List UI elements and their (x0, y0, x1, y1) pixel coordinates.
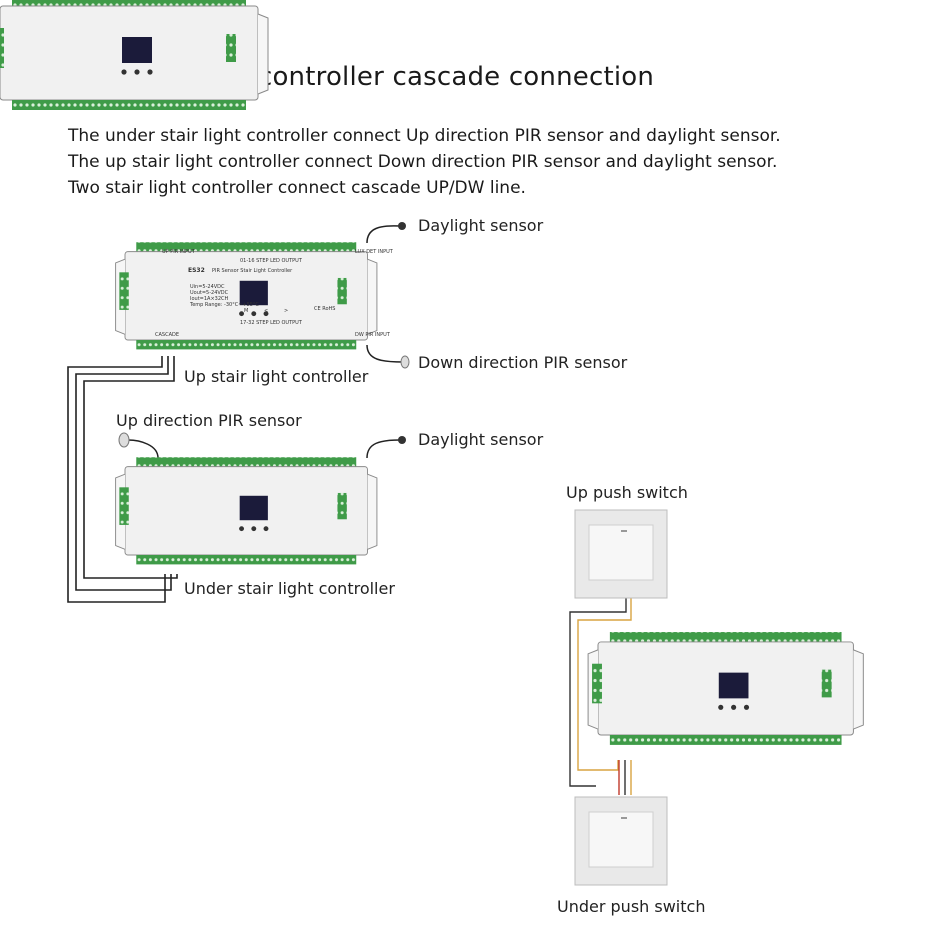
spec-1: Uin=5-24VDC (190, 284, 225, 290)
controller-model: ES32 (188, 267, 205, 274)
controller-name: PIR Sensor Stair Light Controller (212, 268, 293, 274)
button-label-right: > (284, 308, 288, 314)
daylight-sensor-label-top: Daylight sensor (418, 216, 544, 235)
down-pir-sensor-icon (400, 355, 410, 369)
switch-wires (569, 598, 632, 795)
spec-2: Uout=5-24VDC (190, 290, 229, 296)
right-controller (587, 631, 864, 746)
sensor-cables (127, 225, 404, 459)
down-pir-sensor-label: Down direction PIR sensor (418, 353, 628, 372)
daylight-sensor-icon (398, 436, 406, 444)
description-line-2: The up stair light controller connect Do… (68, 152, 778, 172)
up-push-switch (574, 509, 668, 599)
daylight-sensor-icon (398, 222, 406, 230)
certification-marks: CE RoHS (314, 306, 335, 312)
cascade-wires (67, 356, 178, 603)
spec-4: Temp Range: -30°C~+55°C (189, 302, 259, 308)
up-stair-controller-label: Up stair light controller (184, 367, 369, 386)
under-push-switch-label: Under push switch (557, 897, 706, 916)
under-stair-controller (115, 456, 378, 565)
description-line-1: The under stair light controller connect… (68, 126, 781, 146)
top-output-label: 01-16 STEP LED OUTPUT (240, 258, 303, 264)
cascade-port-label: CASCADE (155, 332, 179, 338)
daylight-sensor-label-bottom: Daylight sensor (418, 430, 544, 449)
bottom-output-label: 17-32 STEP LED OUTPUT (240, 320, 303, 326)
under-stair-controller-label: Under stair light controller (184, 579, 395, 598)
up-pir-sensor-icon (118, 432, 130, 448)
up-pir-sensor-label: Up direction PIR sensor (116, 411, 302, 430)
spec-3: Iout=1A×32CH (190, 296, 228, 302)
up-pir-port-label: UP PIR INPUT (162, 249, 196, 255)
under-push-switch (574, 796, 668, 886)
description-line-3: Two stair light controller connect casca… (68, 178, 526, 198)
lux-port-label: LUX DET INPUT (355, 249, 394, 255)
dw-pir-port-label: DW PIR INPUT (355, 332, 391, 338)
button-label-left: < (264, 308, 268, 314)
button-label-m: M (244, 308, 248, 314)
up-push-switch-label: Up push switch (566, 483, 688, 502)
